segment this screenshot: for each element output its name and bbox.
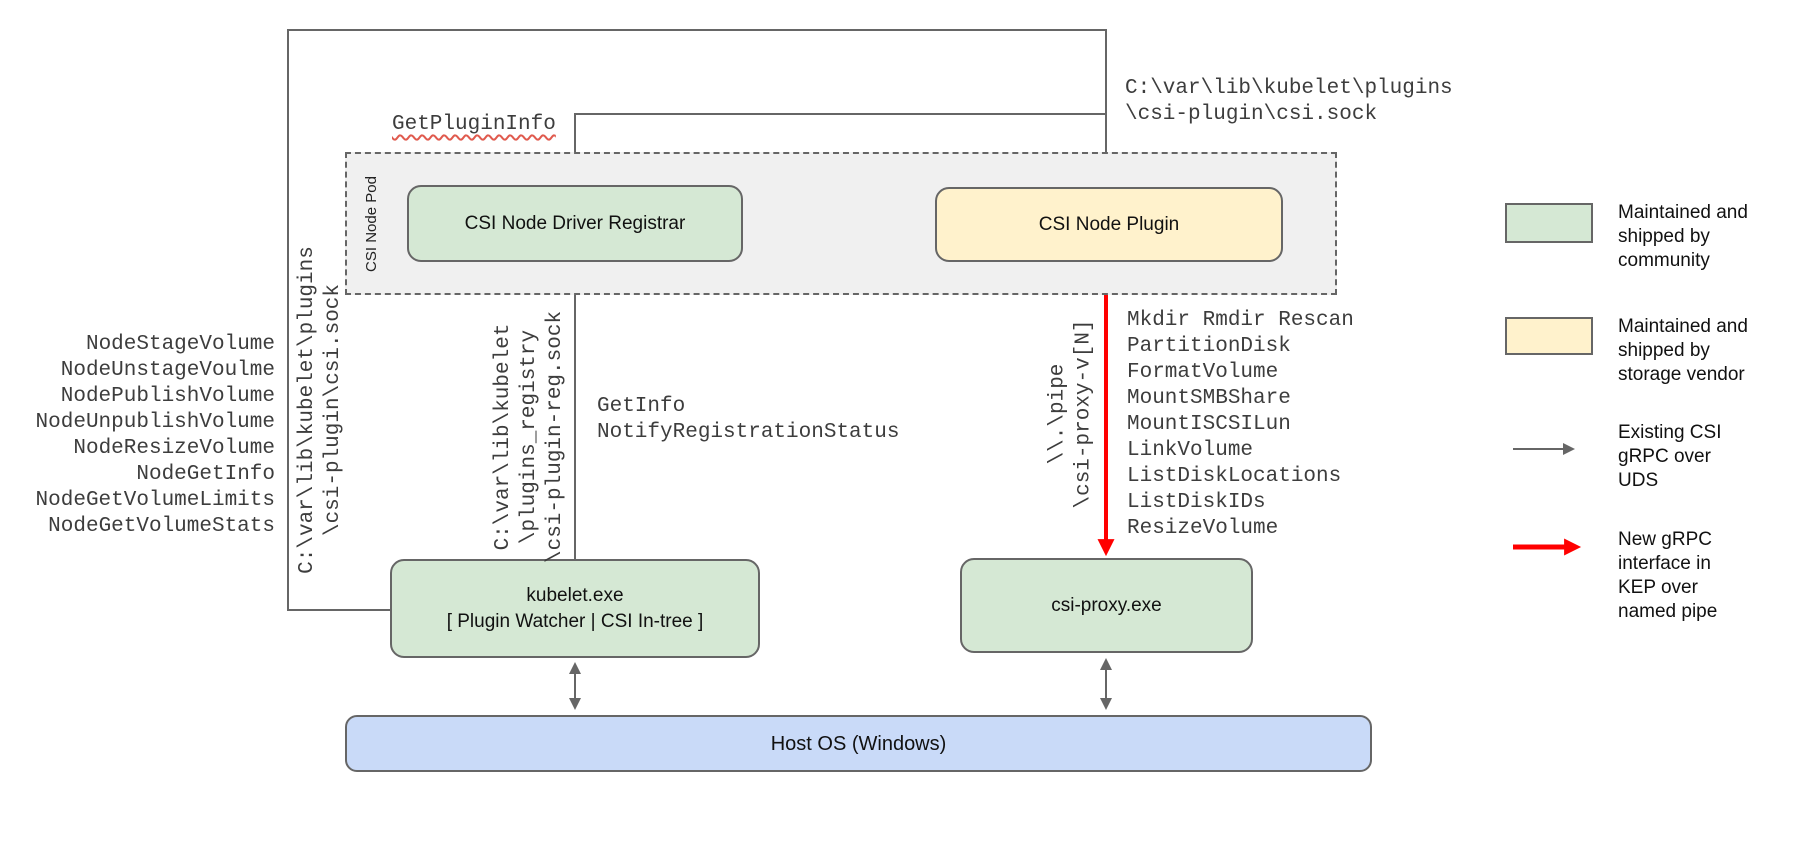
legend-vendor-swatch <box>1505 317 1593 355</box>
legend-uds-label: Existing CSI gRPC over UDS <box>1618 422 1722 491</box>
csi-sock-path-label-top: C:\var\lib\kubelet\plugins \csi-plugin\c… <box>1125 77 1453 126</box>
host-os-node: Host OS (Windows) <box>345 715 1372 772</box>
registrar-node: CSI Node Driver Registrar <box>407 185 743 262</box>
legend-vendor-label: Maintained and shipped by storage vendor <box>1618 316 1748 385</box>
csi-proxy-node: csi-proxy.exe <box>960 558 1253 653</box>
csi-node-pod-label: CSI Node Pod <box>363 176 380 272</box>
csi-sock-path-label-left: C:\var\lib\kubelet\plugins \csi-plugin\c… <box>296 246 345 574</box>
plugin-reg-sock-label: C:\var\lib\kubelet \plugins_registry \cs… <box>492 310 567 563</box>
named-pipe-label: \\.\pipe \csi-proxy-v[N] <box>1046 319 1096 509</box>
legend-community-label: Maintained and shipped by community <box>1618 202 1748 271</box>
plugin-node: CSI Node Plugin <box>935 187 1283 262</box>
legend-pipe-label: New gRPC interface in KEP over named pip… <box>1618 529 1718 622</box>
proxy-api-calls-list: Mkdir Rmdir Rescan PartitionDisk FormatV… <box>1127 309 1354 540</box>
legend-community-swatch <box>1505 203 1593 243</box>
node-csi-calls-list: NodeStageVolume NodeUnstageVoulme NodePu… <box>35 333 275 538</box>
getplugininfo-label: GetPluginInfo <box>392 113 556 136</box>
registration-calls-label: GetInfo NotifyRegistrationStatus <box>597 395 900 444</box>
kubelet-node: kubelet.exe [ Plugin Watcher | CSI In-tr… <box>390 559 760 658</box>
